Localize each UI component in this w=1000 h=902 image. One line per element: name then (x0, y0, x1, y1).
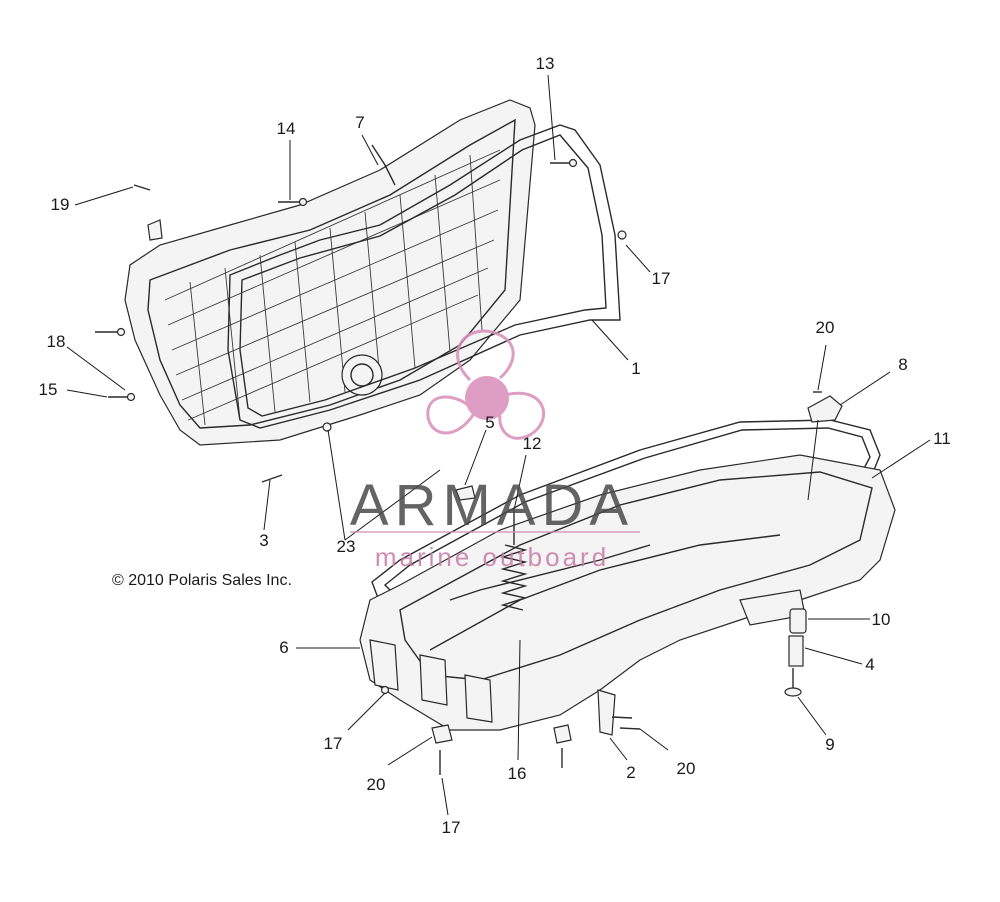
hardware (95, 158, 843, 775)
storage-box (359, 419, 896, 736)
rack-frame (227, 124, 621, 429)
callout-2: 2 (626, 763, 635, 782)
callout-18: 17 (442, 818, 461, 837)
callout-3: 3 (259, 531, 268, 550)
callout-16: 16 (508, 764, 527, 783)
watermark-tagline: marine outboard (375, 542, 609, 572)
callout-13: 13 (536, 54, 555, 73)
propeller-logo-icon (426, 329, 546, 440)
callout-4: 4 (865, 655, 874, 674)
leader-lines (66, 74, 931, 816)
callout-11: 11 (933, 429, 951, 448)
callout-23: 23 (337, 537, 356, 556)
callout-19: 18 (47, 332, 66, 351)
copyright-notice: © 2010 Polaris Sales Inc. (112, 572, 292, 589)
callout-7: 7 (355, 113, 364, 132)
callout-10: 10 (872, 610, 891, 629)
callout-5: 5 (485, 413, 494, 432)
callout-15: 15 (39, 380, 58, 399)
callout-20: 20 (677, 759, 696, 778)
callout-14: 14 (277, 119, 296, 138)
watermark: ARMADA marine outboard (350, 329, 640, 572)
callout-1: 1 (631, 359, 640, 378)
callout-8: 8 (898, 355, 907, 374)
callout-9: 9 (825, 735, 834, 754)
callout-6: 6 (279, 638, 288, 657)
watermark-brand: ARMADA (350, 473, 634, 538)
callout-12: 12 (523, 434, 542, 453)
callout-21: 20 (816, 318, 835, 337)
spring (500, 510, 528, 611)
callout-labels: 14 7 13 17 19 18 15 1 3 23 5 12 20 8 11 … (39, 54, 951, 837)
callout-17: 17 (324, 734, 343, 753)
storage-lid (124, 99, 536, 446)
callout-22: 20 (367, 775, 386, 794)
callout-17: 17 (652, 269, 671, 288)
callout-20: 19 (51, 195, 70, 214)
